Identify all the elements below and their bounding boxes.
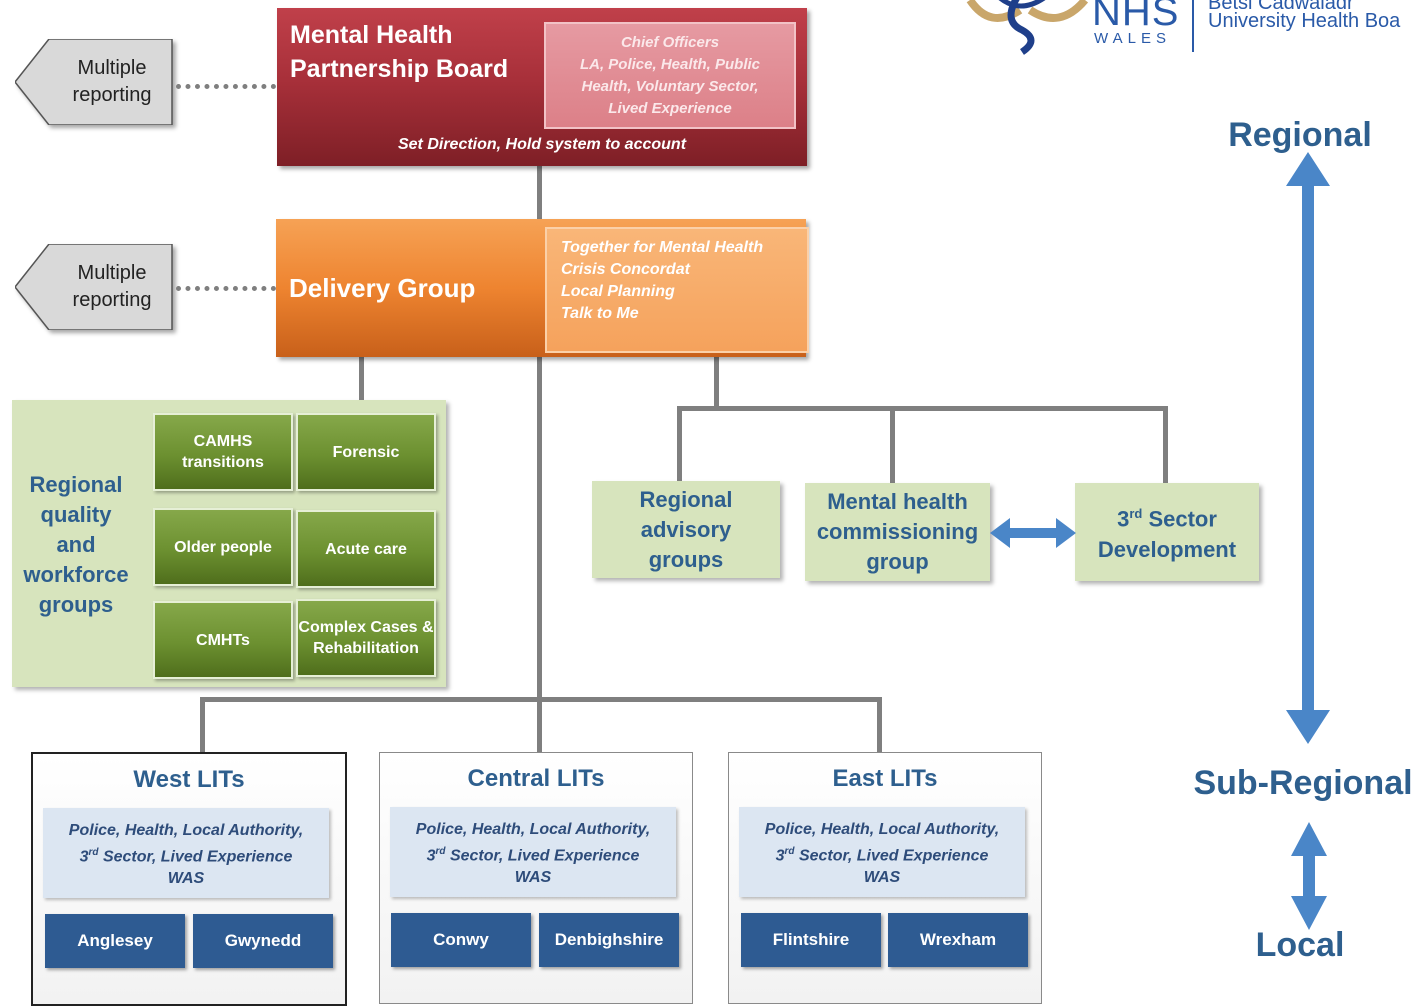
delivery-item: Crisis Concordat xyxy=(561,261,690,278)
group-complex-cases: Complex Cases & Rehabilitation xyxy=(296,599,436,677)
lit-members: Police, Health, Local Authority, 3rd Sec… xyxy=(390,807,676,897)
connector-delivery-rq xyxy=(359,357,364,400)
org-name-line2: University Health Boa xyxy=(1208,10,1401,32)
group-cmhts: CMHTs xyxy=(153,601,293,679)
lit-member-line: WAS xyxy=(863,869,901,887)
double-arrow-icon xyxy=(990,518,1076,548)
board-member-line: LA, Police, Health, Public xyxy=(579,55,761,73)
connector-delivery-right xyxy=(714,357,719,409)
lit-title: West LITs xyxy=(133,766,245,793)
lit-member-line: WAS xyxy=(167,870,205,888)
board-member-line: Lived Experience xyxy=(608,99,732,117)
multiple-reporting-top: Multiple reporting xyxy=(15,39,175,125)
third-sector-development: 3rd Sector Development xyxy=(1075,483,1259,581)
wales-wordmark: WALES xyxy=(1094,30,1171,47)
logo-divider xyxy=(1192,0,1194,52)
lit-member-line: Police, Health, Local Authority, xyxy=(415,821,651,838)
third-sector-line1: 3rd Sector xyxy=(1117,506,1217,532)
area-denbighshire: Denbighshire xyxy=(539,913,679,967)
org-name-line1: Betsi Cadwaladr xyxy=(1208,0,1354,14)
lit-west: West LITs Police, Health, Local Authorit… xyxy=(31,752,347,1006)
board-members: Chief Officers LA, Police, Health, Publi… xyxy=(544,22,796,129)
lit-member-line: WAS xyxy=(514,869,552,887)
group-camhs-transitions: CAMHS transitions xyxy=(153,413,293,491)
partnership-board: Mental Health Partnership Board Chief Of… xyxy=(277,8,807,166)
delivery-title: Delivery Group xyxy=(289,273,476,303)
area-conwy: Conwy xyxy=(391,913,531,967)
lit-member-line: Police, Health, Local Authority, xyxy=(68,822,304,839)
connector-advisory xyxy=(677,406,682,482)
delivery-item: Local Planning xyxy=(561,283,675,300)
connector-west xyxy=(200,697,205,753)
nhs-logo: NHS WALES Betsi Cadwaladr University Hea… xyxy=(960,0,1420,60)
logo-emblem-icon xyxy=(966,0,1089,55)
group-acute-care: Acute care xyxy=(296,510,436,588)
lit-members: Police, Health, Local Authority, 3rd Sec… xyxy=(739,807,1025,897)
dotted-link-mid xyxy=(176,286,276,291)
axis-label-local: Local xyxy=(1255,926,1345,964)
area-flintshire: Flintshire xyxy=(741,913,881,967)
lit-east: East LITs Police, Health, Local Authorit… xyxy=(728,752,1042,1004)
area-wrexham: Wrexham xyxy=(888,913,1028,967)
third-sector-line2: Development xyxy=(1097,536,1237,562)
lit-member-line: 3rd Sector, Lived Experience xyxy=(426,846,640,865)
axis-label-sub-regional: Sub-Regional xyxy=(1193,764,1413,802)
connector-east xyxy=(877,697,882,753)
connector-central xyxy=(537,697,542,753)
lit-member-line: 3rd Sector, Lived Experience xyxy=(775,846,989,865)
board-member-line: Chief Officers xyxy=(620,33,720,51)
area-gwynedd: Gwynedd xyxy=(193,914,333,968)
delivery-items: Together for Mental Health Crisis Concor… xyxy=(545,227,809,353)
connector-commissioning xyxy=(890,406,895,484)
connector-delivery-lits xyxy=(537,357,542,700)
vertical-double-arrow-small-icon xyxy=(1291,822,1327,930)
regional-quality-title: Regional quality and workforce groups xyxy=(23,472,129,617)
vertical-double-arrow-icon xyxy=(1286,152,1330,744)
board-subtitle: Set Direction, Hold system to account xyxy=(397,136,687,153)
regional-advisory-groups: Regional advisory groups xyxy=(592,481,780,578)
lit-title: Central LITs xyxy=(467,765,605,792)
lit-central: Central LITs Police, Health, Local Autho… xyxy=(379,752,693,1004)
regional-quality-panel: Regional quality and workforce groups CA… xyxy=(12,400,446,687)
lit-member-line: Police, Health, Local Authority, xyxy=(764,821,1000,838)
board-member-line: Health, Voluntary Sector, xyxy=(581,77,759,95)
multiple-reporting-mid: Multiple reporting xyxy=(15,244,175,330)
multiple-reporting-mid-label: Multiple reporting xyxy=(72,262,152,311)
group-older-people: Older people xyxy=(153,508,293,586)
board-title: Mental Health Partnership Board xyxy=(290,21,509,83)
connector-third-sector xyxy=(1163,406,1168,484)
multiple-reporting-top-label: Multiple reporting xyxy=(72,57,152,106)
connector-right-horizontal xyxy=(677,406,1168,411)
lit-members: Police, Health, Local Authority, 3rd Sec… xyxy=(43,808,329,898)
lit-member-line: 3rd Sector, Lived Experience xyxy=(79,847,293,866)
axis-label-regional: Regional xyxy=(1228,116,1372,154)
delivery-group: Delivery Group Together for Mental Healt… xyxy=(276,219,809,357)
nhs-wordmark: NHS xyxy=(1092,0,1180,34)
delivery-item: Talk to Me xyxy=(561,305,639,322)
group-forensic: Forensic xyxy=(296,413,436,491)
connector-board-delivery xyxy=(537,166,542,219)
commissioning-group: Mental health commissioning group xyxy=(805,483,990,581)
dotted-link-top xyxy=(176,84,276,89)
area-anglesey: Anglesey xyxy=(45,914,185,968)
delivery-item: Together for Mental Health xyxy=(561,239,764,256)
lit-title: East LITs xyxy=(832,765,938,792)
